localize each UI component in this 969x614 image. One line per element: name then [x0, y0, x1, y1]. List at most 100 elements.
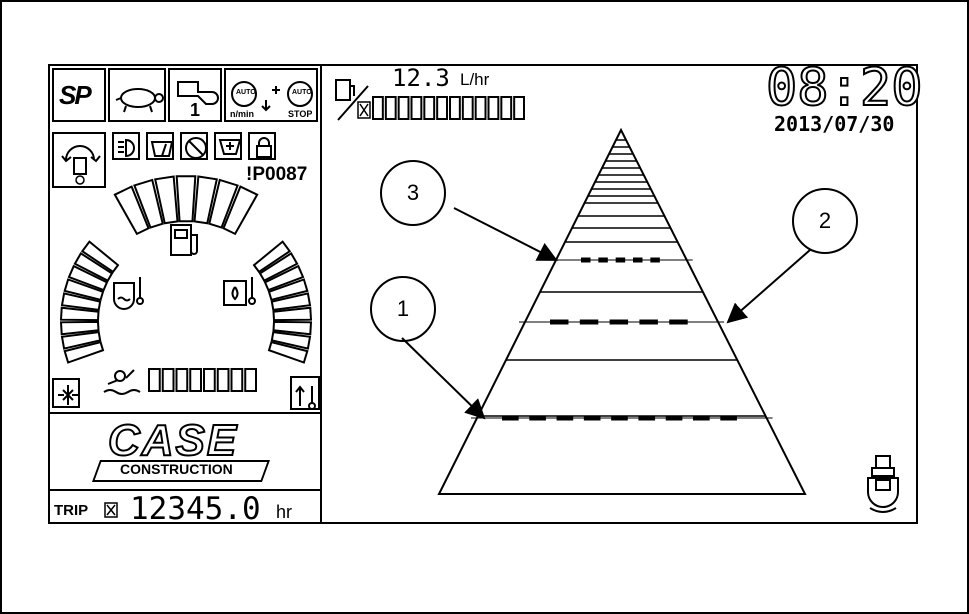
fuel-gauge-segment [154, 175, 179, 225]
attachment-flow-icon [103, 369, 141, 395]
fuel-rate-bar [372, 96, 526, 120]
fuel-rate-bar-segment [372, 96, 384, 120]
fuel-rate-bar-segment [461, 96, 474, 120]
fuel-rate-icon [335, 79, 371, 121]
hydraulic-temp-icon [223, 277, 256, 306]
pyramid-outline [437, 127, 807, 495]
auto-idle-label: AUTO [236, 89, 256, 96]
auto-stop-label: AUTO [292, 89, 312, 96]
coolant-gauge-segment [80, 240, 120, 274]
hydraulic-gauge-segment [270, 292, 312, 311]
buzzer-stop-icon[interactable] [180, 132, 208, 160]
excavator-view-icon [867, 455, 899, 513]
attachment-flow-bar-segment [244, 368, 257, 392]
fuel-rate-bar-segment [410, 96, 423, 120]
work-mode-value: 1 [190, 100, 201, 120]
coolant-gauge-segment [63, 278, 105, 302]
callout-3: 3 [380, 160, 446, 226]
hydraulic-gauge-segment [267, 278, 309, 302]
speed-mode-label: SP [59, 80, 92, 110]
coolant-gauge-segment [59, 306, 100, 322]
turtle-icon[interactable] [108, 68, 166, 122]
attachment-flow-bar-segment [175, 368, 189, 392]
wiper-icon[interactable] [146, 132, 174, 160]
callout-arrow [726, 249, 811, 324]
trip-value: 12345.0 [130, 491, 261, 527]
fault-code: !P0087 [246, 164, 308, 185]
fuel-gauge-segment [222, 185, 259, 236]
swing-icon [61, 145, 101, 185]
coolant-gauge-segment [67, 264, 109, 292]
fuel-gauge-segment [175, 175, 197, 223]
attachment-flow-bar-segment [148, 368, 161, 392]
fuel-rate-bar-segment [474, 96, 487, 120]
fuel-rate-value: 12.3 [392, 64, 450, 92]
buzzer-stop-glyph [185, 137, 207, 159]
hydraulic-gauge-segment [263, 264, 305, 292]
callout-2: 2 [792, 188, 858, 254]
separator [50, 489, 320, 491]
grade-guidance-pyramid [401, 127, 811, 495]
coolant-temp-icon [113, 277, 144, 310]
hydraulic-gauge-segment [267, 340, 309, 364]
attachment-flow-bar-segment [189, 368, 202, 392]
trip-unit: hr [276, 502, 293, 522]
gauge-cluster [59, 175, 313, 364]
speed-mode-indicator[interactable]: SP [52, 68, 106, 122]
brand-sub: CONSTRUCTION [120, 461, 233, 477]
trip-label: TRIP [54, 502, 89, 519]
callout-arrow [453, 207, 558, 261]
hydraulic-boost-icon[interactable] [290, 376, 320, 410]
lock-glyph [256, 137, 272, 158]
hydraulic-gauge-segment [258, 252, 299, 283]
attachment-glyph [58, 385, 78, 405]
hydraulic-gauge-segment [252, 240, 292, 274]
coolant-gauge-segment [73, 252, 114, 283]
fuel-gauge-segment [133, 178, 164, 229]
hydraulic-gauge-segment [272, 320, 313, 336]
hydraulic-boost-glyph [295, 385, 316, 410]
auto-idle-unit: n/min [230, 109, 254, 119]
fuel-rate-bar-segment [436, 96, 448, 120]
auto-idle-icon [231, 81, 313, 112]
fuel-gauge-segment [113, 185, 150, 236]
hourglass-icon [104, 502, 118, 518]
fuel-rate-bar-segment [423, 96, 436, 120]
coolant-gauge-segment [59, 320, 100, 336]
fuel-rate-unit: L/hr [460, 70, 490, 89]
left-panel: SP 1 AUTO n/min AUTO STOP [50, 66, 322, 527]
work-light-icon[interactable] [112, 132, 140, 160]
work-mode-indicator[interactable]: 1 [168, 68, 222, 122]
washer-icon[interactable] [214, 132, 242, 160]
clock-date: 2013/07/30 [774, 112, 895, 136]
fuel-rate-bar-segment [500, 96, 513, 120]
brand-logo: CASE [107, 415, 239, 466]
attachment-flow-bar-segment [161, 368, 175, 392]
swing-lock-indicator[interactable] [52, 132, 106, 188]
coolant-gauge-segment [60, 331, 102, 350]
work-mode-icon [177, 81, 219, 105]
attachment-flow-bar-segment [203, 368, 216, 392]
fuel-icon [170, 224, 198, 256]
callout-arrow [401, 337, 486, 420]
fuel-gauge-segment [193, 175, 218, 225]
hydraulic-gauge-segment [272, 306, 313, 322]
fuel-gauge-segment [208, 178, 239, 229]
auto-stop-sub: STOP [288, 109, 313, 119]
attachment-flow-bar-segment [216, 368, 230, 392]
wiper-glyph [150, 141, 174, 157]
fuel-rate-bar-segment [397, 96, 410, 120]
clock-time: 08:20 [765, 57, 924, 119]
fuel-rate-bar-segment [487, 96, 500, 120]
hydraulic-gauge-segment [270, 331, 312, 350]
turtle-icon-graphic [115, 88, 164, 113]
lock-icon[interactable] [248, 132, 276, 160]
fuel-rate-bar-segment [513, 96, 526, 120]
attachment-flow-bar-segment [230, 368, 244, 392]
attachment-icon[interactable] [52, 378, 80, 408]
attachment-flow-bar [148, 368, 257, 392]
auto-idle-auto-stop-indicator[interactable]: AUTO n/min AUTO STOP [224, 68, 318, 122]
fuel-rate-bar-segment [384, 96, 397, 120]
fuel-rate-bar-segment [449, 96, 461, 120]
